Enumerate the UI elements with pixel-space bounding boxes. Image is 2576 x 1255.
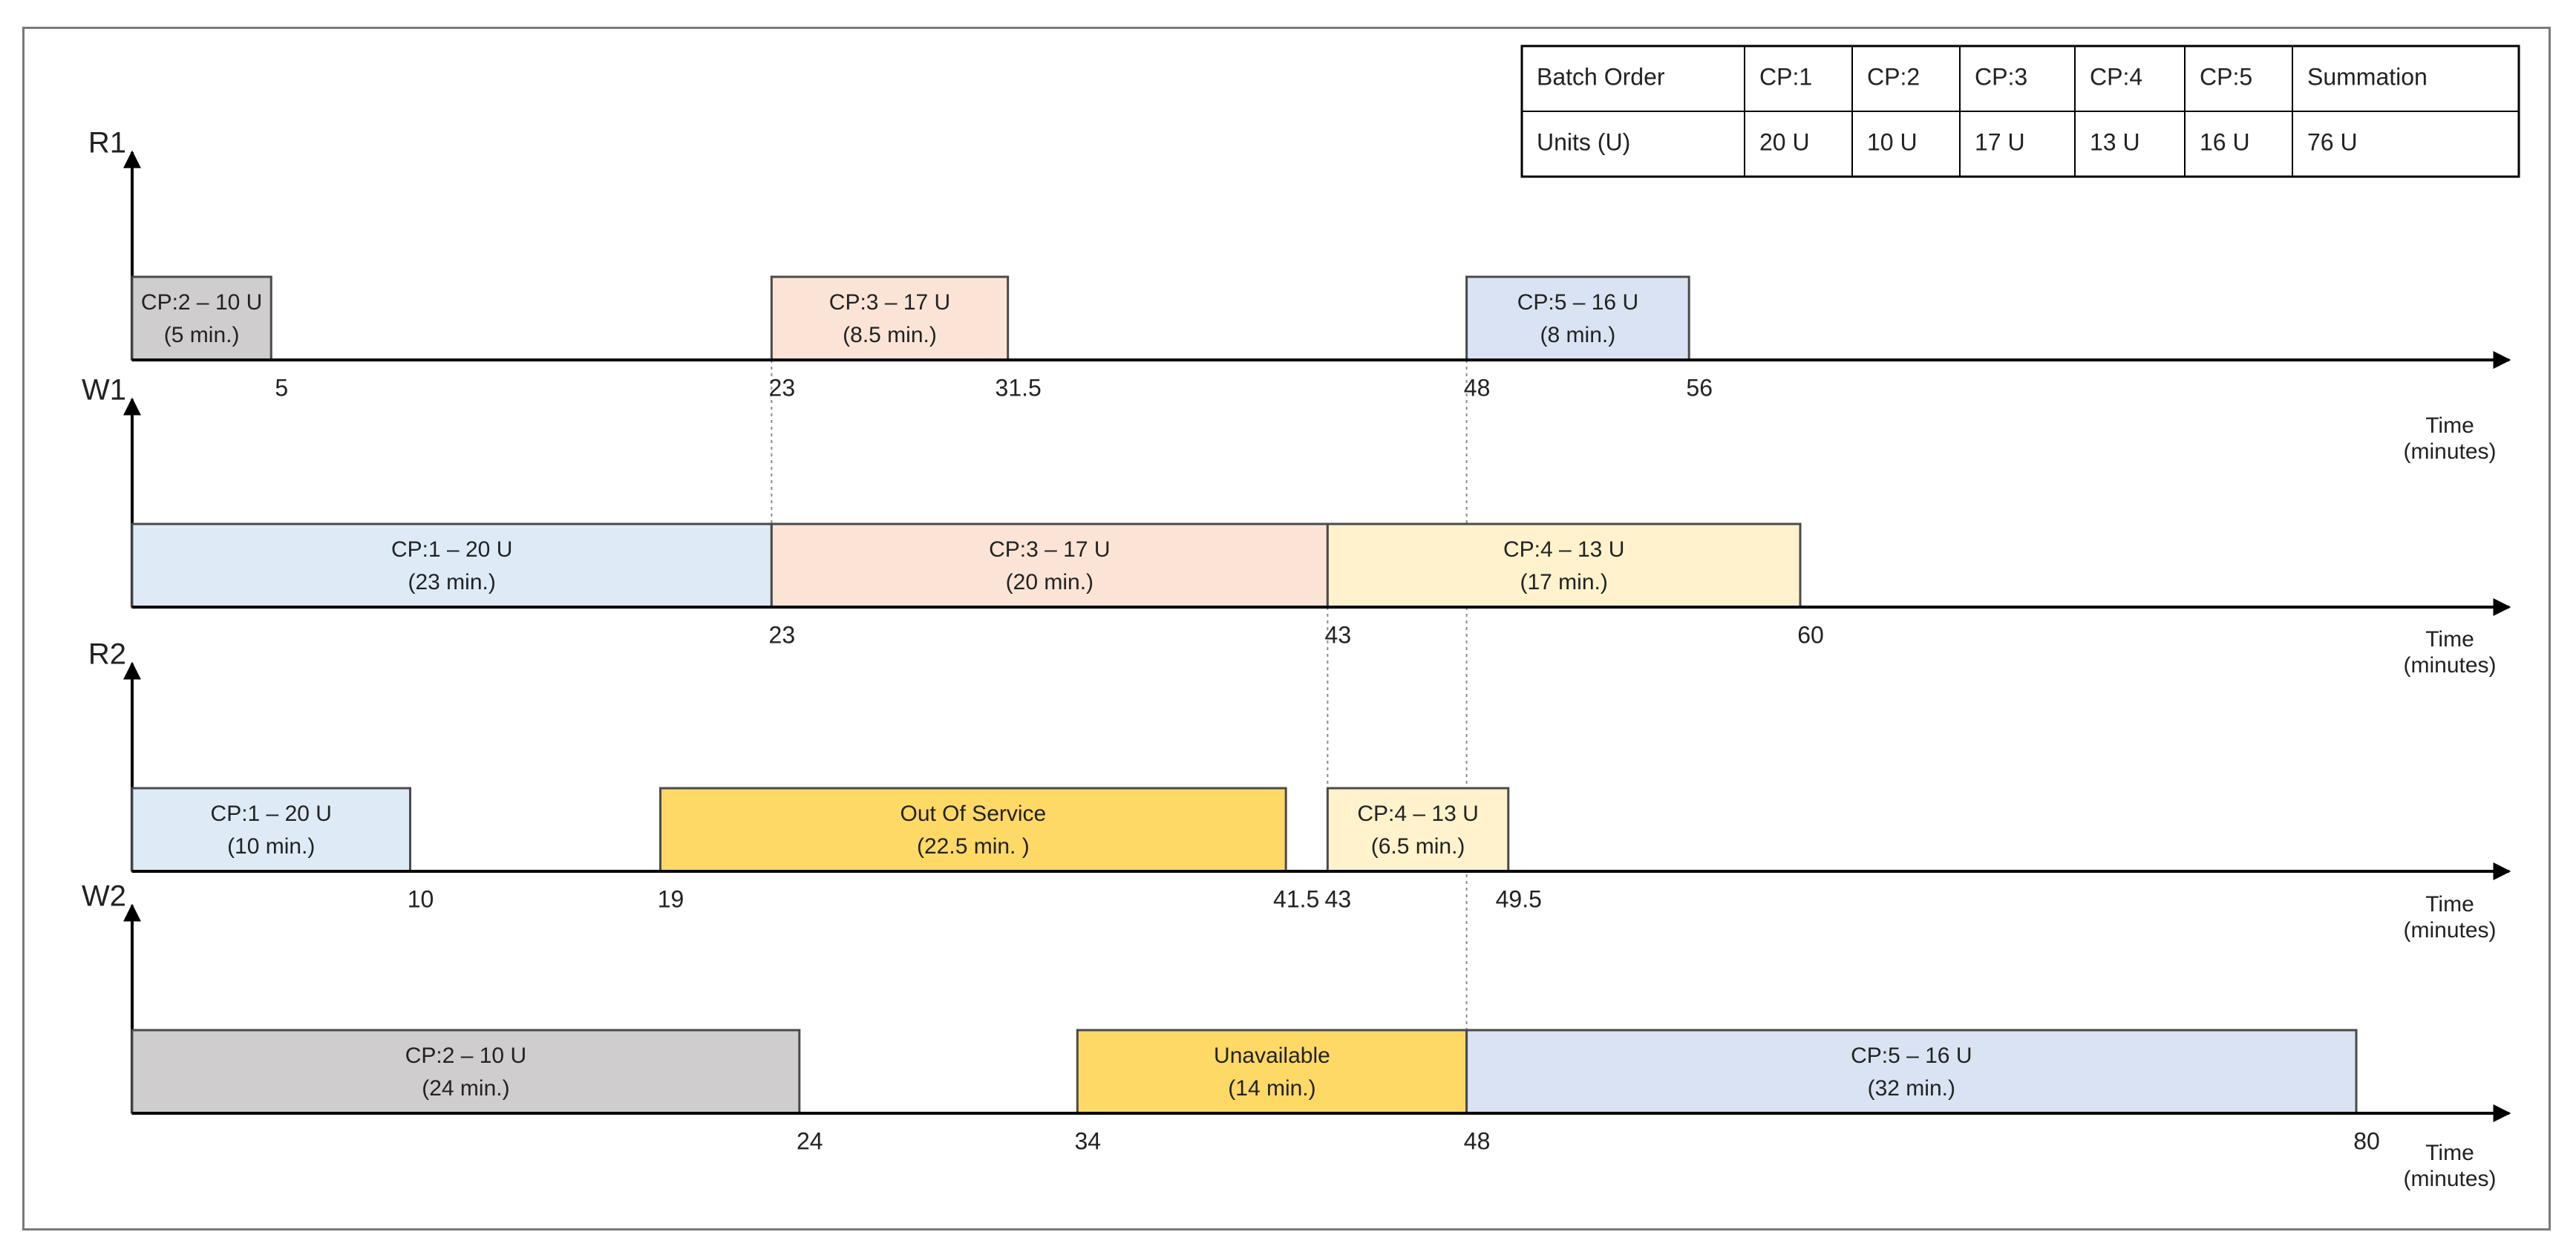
- table-header-cell: CP:2: [1867, 63, 1920, 90]
- task-duration: (24 min.): [422, 1076, 509, 1101]
- task-bar: [1326, 522, 1802, 609]
- tick-label: 56: [1686, 374, 1713, 401]
- table-header-cell: CP:1: [1759, 63, 1812, 90]
- task-label: CP:1 – 20 U: [391, 537, 512, 562]
- table-cell: 13 U: [2090, 128, 2140, 155]
- tick-label: 10: [408, 885, 434, 912]
- tick-label: 60: [1797, 621, 1824, 648]
- axis-title: Time: [2425, 627, 2474, 652]
- task-duration: (10 min.): [227, 834, 315, 859]
- tick-label: 49.5: [1496, 885, 1542, 912]
- task-bar: [1465, 275, 1690, 361]
- axis-title: (minutes): [2403, 1167, 2496, 1191]
- table-cell: 10 U: [1867, 128, 1918, 155]
- tick-label: 34: [1075, 1127, 1102, 1154]
- figure-frame: [22, 27, 2551, 1231]
- tick-label: 23: [769, 621, 796, 648]
- table-header-cell: Batch Order: [1537, 63, 1665, 90]
- table-header-cell: CP:4: [2090, 63, 2142, 90]
- axis-title: Time: [2425, 892, 2474, 917]
- task-label: CP:5 – 16 U: [1851, 1043, 1972, 1068]
- tick-label: 23: [769, 374, 796, 401]
- task-duration: (8.5 min.): [843, 323, 937, 347]
- task-bar: [131, 275, 272, 361]
- resource-label: W2: [82, 880, 126, 913]
- task-bar: [659, 787, 1287, 873]
- table-cell: 16 U: [2200, 128, 2250, 155]
- task-bar: [1465, 1029, 2358, 1115]
- task-label: CP:3 – 17 U: [989, 537, 1110, 562]
- tick-label: 48: [1464, 1127, 1491, 1154]
- task-bar: [770, 275, 1010, 361]
- task-duration: (6.5 min.): [1371, 834, 1465, 859]
- axis-title: (minutes): [2403, 653, 2496, 678]
- task-label: CP:2 – 10 U: [405, 1043, 526, 1068]
- task-bar: [1076, 1029, 1468, 1115]
- tick-label: 48: [1464, 374, 1491, 401]
- axis-title: Time: [2425, 413, 2474, 438]
- task-label: CP:3 – 17 U: [829, 290, 950, 315]
- task-bar: [131, 787, 411, 873]
- task-duration: (5 min.): [164, 323, 240, 347]
- tick-label: 80: [2353, 1127, 2380, 1154]
- task-bar: [131, 1029, 801, 1115]
- task-bar: [131, 522, 773, 609]
- tick-label: 41.5: [1273, 885, 1319, 912]
- tick-label: 5: [275, 374, 288, 401]
- task-label: CP:4 – 13 U: [1503, 537, 1624, 562]
- tick-label: 43: [1325, 621, 1352, 648]
- table-header-cell: Summation: [2307, 63, 2428, 90]
- task-duration: (23 min.): [408, 570, 495, 594]
- table-cell: 76 U: [2307, 128, 2358, 155]
- table-header-cell: CP:5: [2200, 63, 2252, 90]
- table-cell: 17 U: [1975, 128, 2025, 155]
- resource-label: R1: [88, 127, 126, 160]
- tick-label: 19: [658, 885, 684, 912]
- task-duration: (22.5 min. ): [917, 834, 1030, 859]
- task-duration: (8 min.): [1540, 323, 1616, 347]
- resource-label: R2: [88, 638, 126, 671]
- axis-title: (minutes): [2403, 918, 2496, 943]
- task-duration: (20 min.): [1006, 570, 1094, 594]
- task-duration: (14 min.): [1228, 1076, 1315, 1101]
- tick-label: 43: [1325, 885, 1352, 912]
- task-label: CP:1 – 20 U: [211, 802, 332, 826]
- task-label: CP:5 – 16 U: [1517, 290, 1638, 315]
- task-duration: (17 min.): [1520, 570, 1607, 594]
- task-duration: (32 min.): [1868, 1076, 1955, 1101]
- task-bar: [770, 522, 1329, 609]
- resource-label: W1: [82, 374, 126, 407]
- task-label: Unavailable: [1214, 1043, 1330, 1068]
- task-label: CP:4 – 13 U: [1357, 802, 1478, 826]
- task-label: Out Of Service: [900, 802, 1046, 826]
- tick-label: 24: [797, 1127, 823, 1154]
- table-cell: Units (U): [1537, 128, 1630, 155]
- tick-label: 31.5: [996, 374, 1042, 401]
- axis-title: (minutes): [2403, 439, 2496, 464]
- table-cell: 20 U: [1759, 128, 1810, 155]
- task-label: CP:2 – 10 U: [141, 290, 262, 315]
- axis-title: Time: [2425, 1141, 2474, 1165]
- table-header-cell: CP:3: [1975, 63, 2027, 90]
- task-bar: [1326, 787, 1510, 873]
